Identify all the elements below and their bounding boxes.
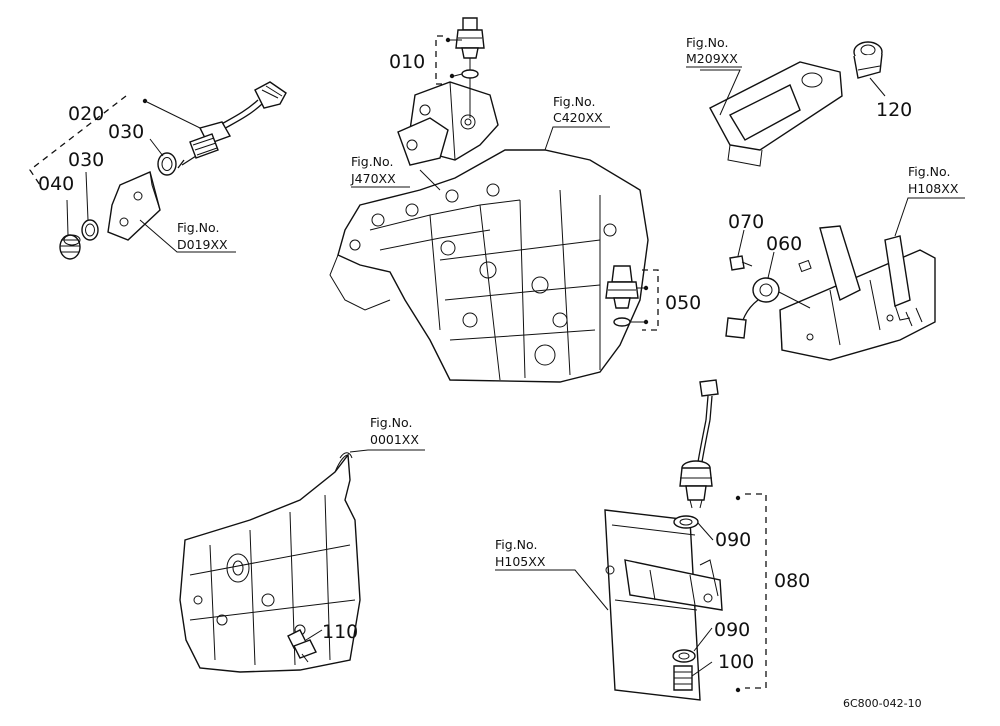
transmission-case <box>329 81 649 383</box>
callout-120: 120 <box>876 99 912 121</box>
power-socket-120: 120 <box>853 41 912 121</box>
callout-020: 020 <box>68 103 104 125</box>
fig-ref-m209-code: M209XX <box>686 51 738 66</box>
storage-tray <box>700 61 843 167</box>
sensor-050: 050 <box>605 265 701 331</box>
bracket-plate <box>107 171 161 241</box>
sensor-cable <box>217 99 259 127</box>
sensor-080 <box>679 379 719 509</box>
washer-030-lower <box>81 219 99 241</box>
callout-110: 110 <box>322 621 358 643</box>
linkage-frame <box>604 509 723 701</box>
fig-ref-0001-label: Fig.No. <box>370 415 412 430</box>
valve-block <box>397 81 499 166</box>
fig-ref-0001-code: 0001XX <box>370 432 419 447</box>
callout-090-upper: 090 <box>715 529 751 551</box>
o-ring-010 <box>461 69 479 79</box>
bolt-070: 070 <box>728 211 764 271</box>
washer-090-upper <box>673 515 699 529</box>
fig-ref-m209-label: Fig.No. <box>686 35 728 50</box>
fig-ref-d019-code: D019XX <box>177 237 228 252</box>
pressure-switch-010: 010 <box>389 17 485 118</box>
sensor-110: 110 <box>287 621 358 663</box>
fig-ref-c420-label: Fig.No. <box>553 94 595 109</box>
callout-030-upper: 030 <box>108 121 144 143</box>
fig-ref-h108-label: Fig.No. <box>908 164 950 179</box>
callout-060: 060 <box>766 233 802 255</box>
nut-040 <box>59 234 81 260</box>
callout-040: 040 <box>38 173 74 195</box>
sensor-assembly-left: 020 030 030 040 Fig.No. D019XX <box>29 81 287 260</box>
callout-090-lower: 090 <box>714 619 750 641</box>
fig-ref-j470-code: J470XX <box>350 171 396 186</box>
callout-070: 070 <box>728 211 764 233</box>
mount-bracket <box>779 225 936 361</box>
fig-ref-h105-label: Fig.No. <box>495 537 537 552</box>
engine-block <box>179 452 361 673</box>
speed-sensor <box>177 121 232 169</box>
fig-ref-d019-label: Fig.No. <box>177 220 219 235</box>
switch-060: 060 <box>725 233 811 339</box>
fig-ref-h108-code: H108XX <box>908 181 959 196</box>
fig-ref-h105-code: H105XX <box>495 554 546 569</box>
fig-ref-c420-code: C420XX <box>553 110 603 125</box>
callout-080: 080 <box>774 570 810 592</box>
callout-050: 050 <box>665 292 701 314</box>
washer-090-lower <box>672 649 696 663</box>
fig-ref-j470-label: Fig.No. <box>351 154 393 169</box>
callout-010: 010 <box>389 51 425 73</box>
callout-100: 100 <box>718 651 754 673</box>
nut-100 <box>673 665 693 691</box>
callout-030-lower: 030 <box>68 149 104 171</box>
o-ring-050 <box>613 317 631 327</box>
washer-030-upper <box>157 152 177 176</box>
connector-plug <box>254 81 287 109</box>
drawing-id: 6C800-042-10 <box>843 697 922 710</box>
